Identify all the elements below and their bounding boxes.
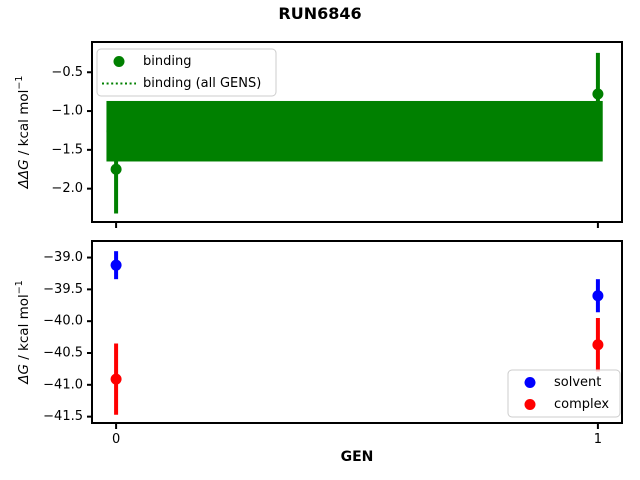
ddg-legend: binding binding (all GENS) — [96, 48, 277, 97]
y-tick-label: −0.5 — [51, 65, 83, 80]
x-axis-label: GEN — [341, 449, 374, 465]
complex-point-gen0 — [110, 373, 122, 385]
x-tick-label: 1 — [594, 432, 602, 447]
legend-label: binding — [143, 54, 191, 69]
complex-legend-marker — [524, 399, 536, 410]
y-tick-label: −41.5 — [43, 409, 83, 424]
figure-title: RUN6846 — [278, 4, 362, 23]
y-tick-label: −1.5 — [51, 142, 83, 157]
complex-point-gen1 — [592, 339, 604, 351]
y-tick-label: −40.0 — [43, 314, 83, 329]
ddg-y-axis-label: ΔΔG / kcal mol−1 — [14, 76, 32, 190]
legend-label: solvent — [554, 375, 601, 390]
solvent-point-gen0 — [110, 259, 122, 271]
legend-box — [507, 369, 621, 418]
legend-box — [96, 48, 277, 97]
y-tick-label: −40.5 — [43, 346, 83, 361]
x-tick-label: 0 — [112, 432, 120, 447]
y-tick-label: −39.0 — [43, 250, 83, 265]
binding-point-gen0 — [110, 163, 122, 175]
dg-legend: solvent complex — [507, 369, 621, 418]
y-tick-label: −39.5 — [43, 282, 83, 297]
y-tick-label: −41.0 — [43, 377, 83, 392]
solvent-point-gen1 — [592, 290, 604, 302]
legend-label: complex — [554, 397, 609, 412]
ddg-axes-frame — [91, 41, 623, 223]
solvent-legend-marker — [524, 377, 536, 388]
legend-label: binding (all GENS) — [143, 76, 261, 91]
binding-point-gen1 — [592, 88, 604, 100]
all-gens-confidence-band — [106, 100, 603, 162]
dg-axes-frame — [91, 240, 623, 424]
y-tick-label: −2.0 — [51, 181, 83, 196]
dg-panel: −39.0 −39.5 −40.0 −40.5 −41.0 −41.5 0 1 ΔG / kca… — [14, 240, 623, 465]
dg-y-axis-label: ΔG / kcal mol−1 — [14, 280, 32, 385]
y-tick-label: −1.0 — [51, 104, 83, 119]
binding-legend-marker — [113, 56, 125, 67]
